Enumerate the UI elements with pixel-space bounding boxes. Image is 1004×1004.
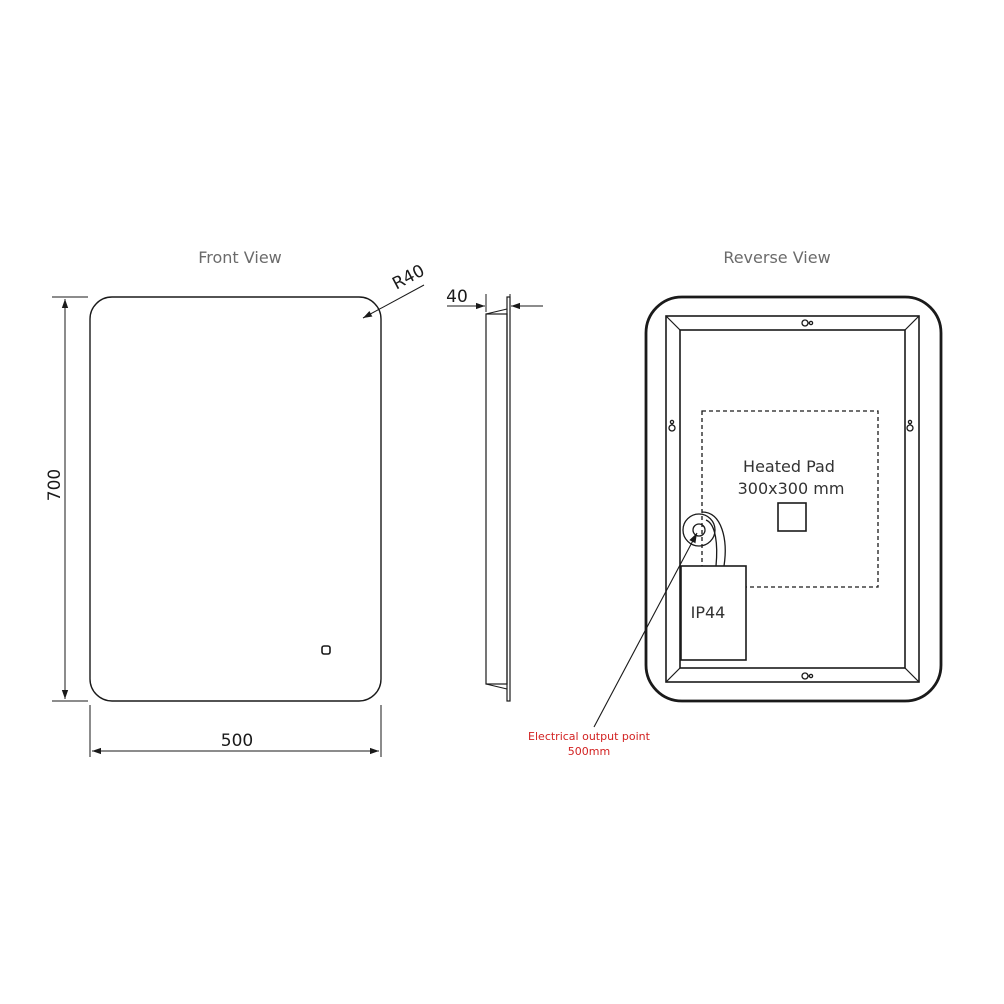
frame-corner-tl [665, 315, 681, 331]
radius-leader [362, 284, 425, 319]
electrical-leader [593, 532, 698, 728]
driver-box [680, 565, 747, 661]
depth-label: 40 [446, 287, 468, 307]
front-view-title: Front View [198, 248, 282, 267]
electrical-output-height: 500mm [568, 745, 610, 758]
keyhole-left-icon [668, 419, 676, 432]
heated-pad-size: 300x300 mm [738, 479, 845, 498]
keyhole-right-icon [906, 419, 914, 432]
ip-rating-label: IP44 [691, 603, 726, 622]
width-label: 500 [221, 731, 253, 751]
cable [701, 511, 726, 567]
side-frame [485, 313, 508, 685]
keyhole-bottom-icon [801, 672, 814, 680]
side-frame-inner-top [485, 308, 508, 315]
touch-sensor-icon [321, 645, 331, 655]
frame-corner-bl [665, 667, 681, 683]
reverse-frame-outer [665, 315, 920, 683]
radius-label: R40 [389, 261, 428, 294]
side-view: 40 [446, 287, 543, 702]
reverse-mirror-outline [644, 295, 943, 703]
frame-corner-tr [904, 315, 920, 331]
reverse-view: Reverse View Heated Pad 300x300 mm IP44 [528, 248, 943, 758]
electrical-output-inner [692, 523, 706, 537]
heated-pad-label: Heated Pad [743, 457, 835, 476]
electrical-output-label: Electrical output point [528, 730, 651, 743]
keyhole-top-icon [801, 319, 814, 327]
electrical-output-outer [682, 513, 716, 547]
frame-corner-br [904, 667, 920, 683]
reverse-view-title: Reverse View [723, 248, 830, 267]
height-label: 700 [45, 469, 65, 501]
heated-pad-connector [777, 502, 807, 532]
front-view: Front View 700 500 R40 [45, 248, 428, 757]
side-frame-inner-bottom [485, 683, 508, 690]
cable-inner [705, 519, 718, 567]
front-mirror-outline [89, 296, 382, 702]
heated-pad-area [701, 410, 879, 588]
reverse-frame-inner [679, 329, 906, 669]
